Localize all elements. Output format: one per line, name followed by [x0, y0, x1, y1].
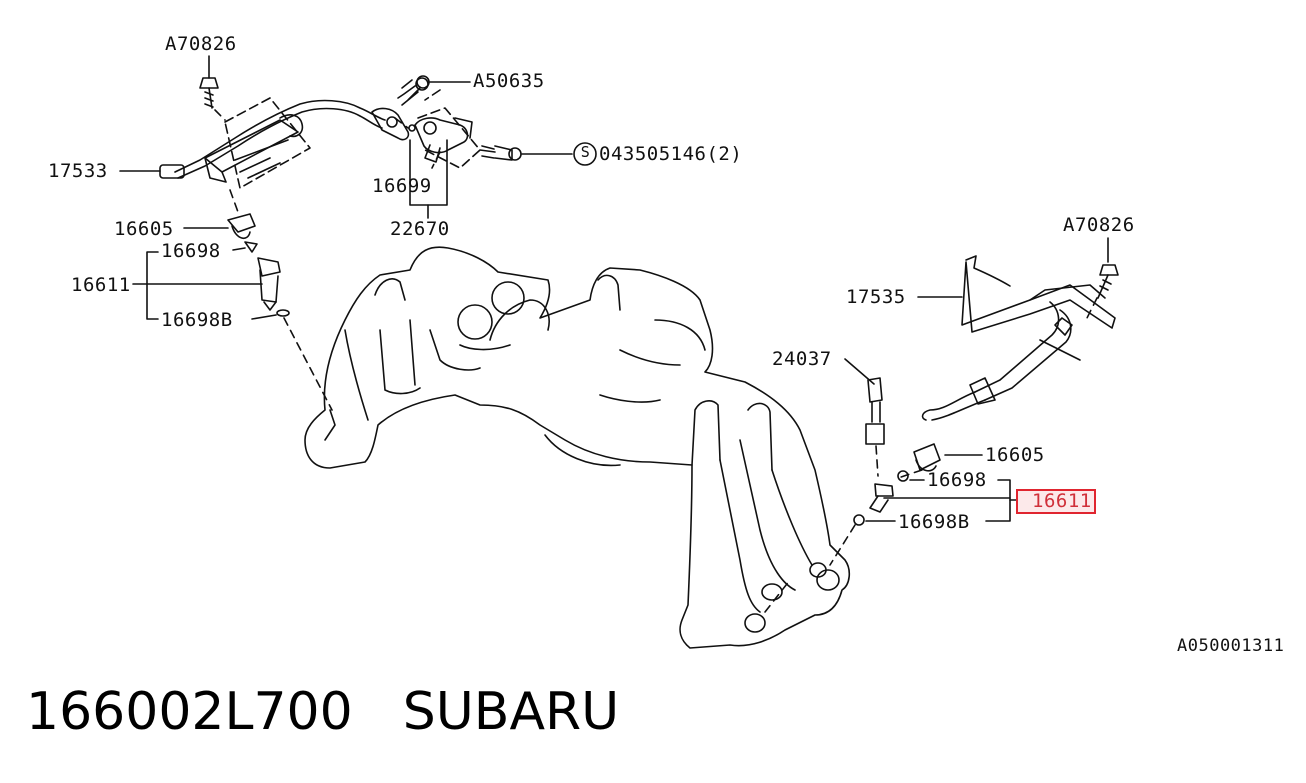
bolt-a70826-right [1097, 264, 1119, 299]
right-injector-parts [853, 377, 941, 526]
label-16698-left[interactable]: 16698 [161, 240, 221, 262]
label-16699[interactable]: 16699 [372, 175, 432, 197]
label-16698b-right[interactable]: 16698B [898, 511, 970, 533]
intake-manifold [304, 246, 851, 649]
left-rail-dashed-outline [224, 97, 311, 189]
left-fuel-rail [159, 99, 386, 183]
label-16605-left[interactable]: 16605 [114, 218, 174, 240]
label-16611-left[interactable]: 16611 [71, 274, 131, 296]
label-16611-right-highlighted[interactable]: 16611 [1016, 489, 1096, 514]
s-symbol-label: S [580, 143, 591, 161]
label-a70826-top[interactable]: A70826 [165, 33, 237, 55]
label-24037[interactable]: 24037 [772, 348, 832, 370]
label-16698-right[interactable]: 16698 [927, 469, 987, 491]
label-a70826-right[interactable]: A70826 [1063, 214, 1135, 236]
left-injector-parts [227, 213, 290, 317]
diagram-reference-code: A050001311 [1177, 636, 1285, 656]
bolt-a50635 [397, 75, 430, 99]
bolt-a70826-left [199, 77, 219, 109]
installation-dashed-lines [214, 109, 1098, 613]
label-17533[interactable]: 17533 [48, 160, 108, 182]
leader-lines [119, 55, 1109, 522]
label-22670[interactable]: 22670 [390, 218, 450, 240]
label-17535[interactable]: 17535 [846, 286, 906, 308]
s-symbol-circle [573, 142, 597, 166]
label-16698b-left[interactable]: 16698B [161, 309, 233, 331]
brand-name: SUBARU [402, 682, 620, 742]
pressure-regulator [371, 77, 473, 163]
label-16605-right[interactable]: 16605 [985, 444, 1045, 466]
part-number: 166002L700 [26, 682, 353, 742]
label-043505146[interactable]: 043505146(2) [599, 143, 743, 165]
right-fuel-rail [921, 255, 1116, 421]
label-a50635[interactable]: A50635 [473, 70, 545, 92]
bolt-043505146 [479, 145, 522, 161]
